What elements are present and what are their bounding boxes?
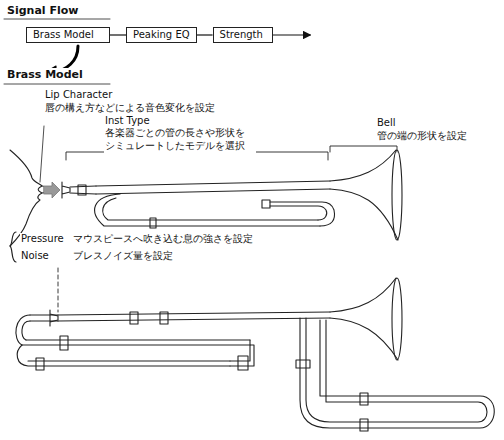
- part-annotation: Inst Type: [104, 115, 151, 128]
- section-heading: Signal Flow: [6, 4, 79, 18]
- process-box: Peaking EQ: [126, 27, 197, 43]
- signal-connector: [110, 34, 126, 35]
- box-label: Peaking EQ: [133, 29, 190, 41]
- signal-connector: [197, 34, 213, 35]
- box-label: Brass Model: [33, 29, 103, 41]
- part-annotation: マウスピースへ吹き込む息の強さを設定: [72, 233, 254, 245]
- process-box: Strength: [213, 27, 273, 43]
- section-heading: Brass Model: [6, 68, 84, 82]
- part-annotation: 唇の構え方などによる音色変化を設定: [44, 102, 216, 114]
- part-annotation: ブレスノイズ量を設定: [72, 250, 174, 262]
- part-annotation: Lip Character: [44, 89, 113, 102]
- box-label: Strength: [220, 29, 266, 41]
- part-annotation: 各楽器ごとの管の長さや形状を シミュレートしたモデルを選択: [104, 127, 256, 153]
- part-annotation: Noise: [20, 250, 50, 263]
- part-annotation: Bell: [376, 117, 397, 130]
- part-annotation: 管の端の形状を設定: [376, 130, 468, 142]
- process-box: Brass Model: [26, 27, 110, 43]
- part-annotation: Pressure: [20, 233, 65, 246]
- output-arrow: [273, 34, 311, 35]
